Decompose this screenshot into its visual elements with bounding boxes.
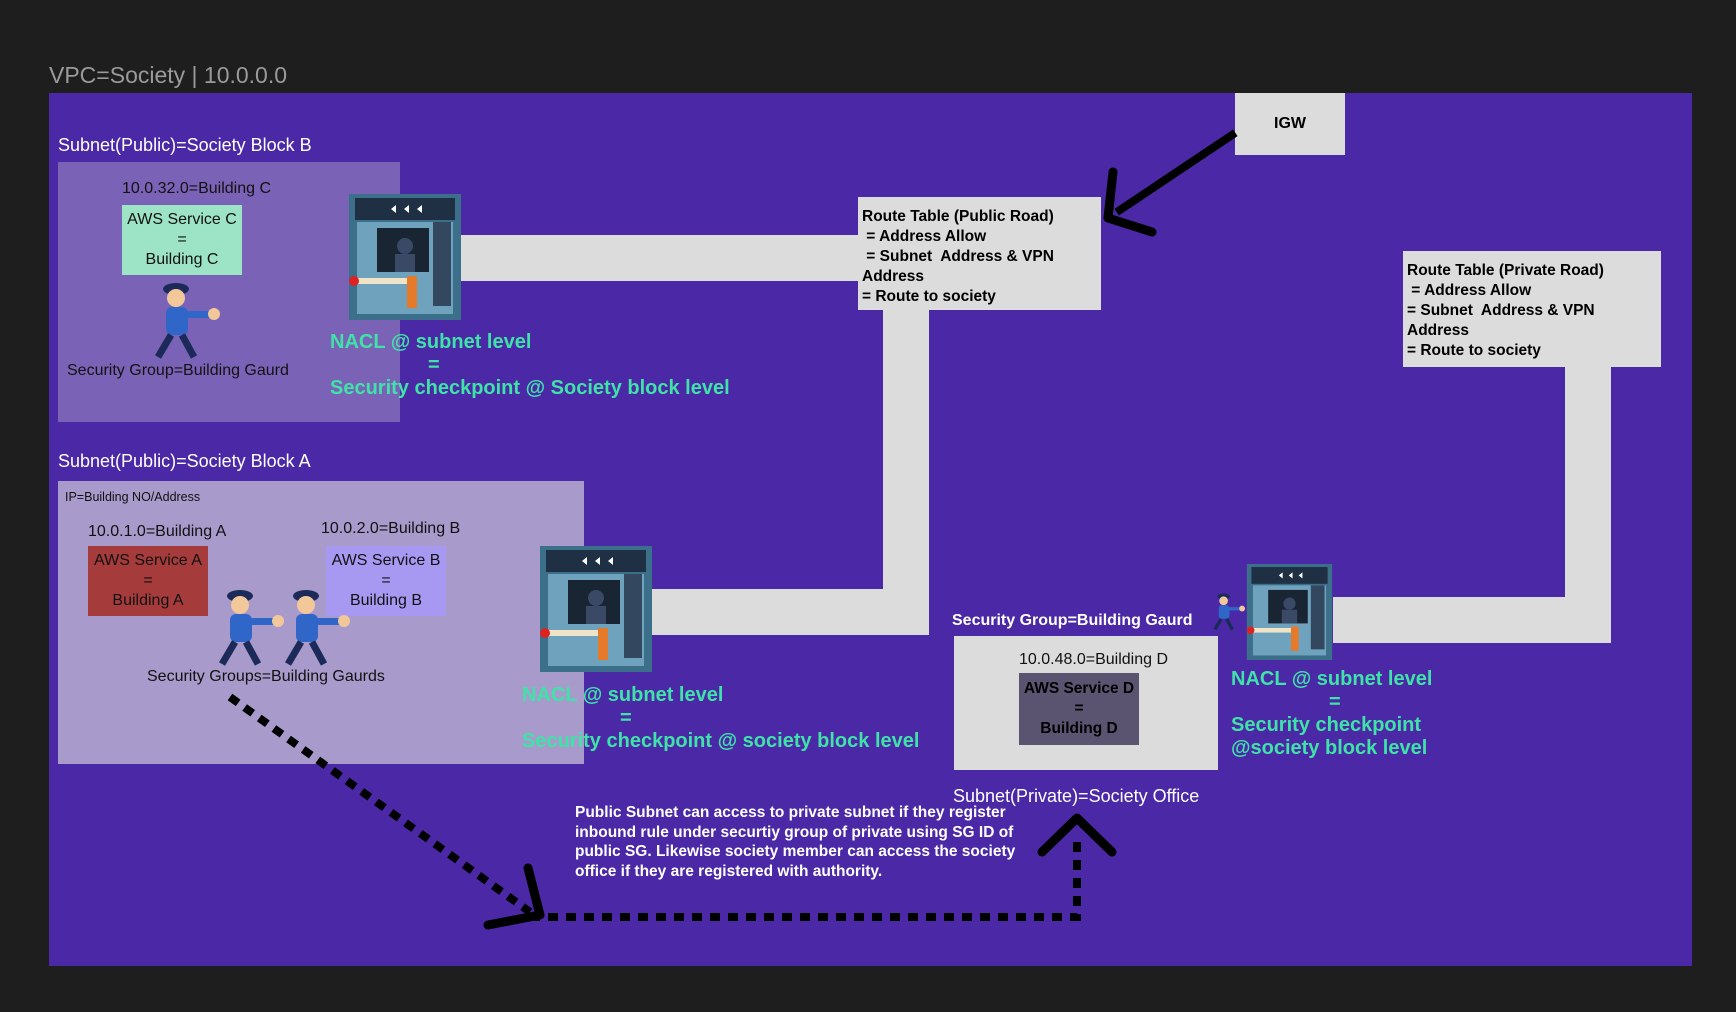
office-nacl-line1: NACL @ subnet level	[1231, 668, 1433, 690]
service-c-line3: Building C	[145, 251, 219, 268]
block-b-building-ip: 10.0.32.0=Building C	[122, 180, 271, 197]
service-b-line1: AWS Service B	[331, 552, 441, 569]
route-private-line1: Route Table (Private Road)	[1407, 262, 1604, 279]
service-b-line3: Building B	[349, 592, 423, 609]
block-a-sg-label: Security Groups=Building Gaurds	[147, 668, 385, 685]
security-booth-icon	[1246, 564, 1333, 660]
service-a-line1: AWS Service A	[94, 552, 202, 569]
route-private-line3: = Subnet Address & VPN	[1407, 302, 1595, 319]
service-c-box[interactable]: AWS Service C = Building C	[122, 205, 242, 275]
service-d-line2: =	[1074, 700, 1084, 717]
route-public-line5: = Route to society	[862, 288, 996, 305]
service-a-line3: Building A	[112, 592, 184, 609]
route-private-line2: = Address Allow	[1407, 282, 1532, 299]
service-a-line2: =	[143, 572, 153, 589]
service-a-box[interactable]: AWS Service A = Building A	[88, 546, 208, 616]
block-a-title: Subnet(Public)=Society Block A	[58, 451, 311, 471]
route-table-public[interactable]: Route Table (Public Road) = Address Allo…	[858, 197, 1101, 310]
security-guard-icon	[284, 590, 350, 666]
route-public-line3: = Subnet Address & VPN	[862, 248, 1054, 265]
office-building-ip: 10.0.48.0=Building D	[1019, 651, 1168, 668]
block-a-nacl-label: NACL @ subnet level = Security checkpoin…	[522, 684, 919, 753]
block-b-nacl-line1: NACL @ subnet level	[330, 331, 532, 353]
block-b-nacl-line3: Security checkpoint @ Society block leve…	[330, 377, 730, 399]
block-b-nacl-line2: =	[428, 354, 440, 376]
block-b-nacl-label: NACL @ subnet level = Security checkpoin…	[330, 331, 730, 400]
private-road-vertical	[1565, 366, 1611, 642]
service-d-line1: AWS Service D	[1023, 680, 1135, 697]
vpc-title: VPC=Society | 10.0.0.0	[49, 62, 288, 88]
office-sg-label: Security Group=Building Gaurd	[952, 612, 1193, 629]
office-nacl-line4: @society block level	[1231, 737, 1428, 759]
security-booth-icon	[540, 546, 652, 672]
block-a-building-b-ip: 10.0.2.0=Building B	[321, 520, 461, 537]
office-nacl-line2: =	[1329, 691, 1341, 713]
block-a-nacl-line1: NACL @ subnet level	[522, 684, 724, 706]
service-d-box[interactable]: AWS Service D = Building D	[1019, 673, 1139, 745]
service-d-line3: Building D	[1040, 720, 1118, 737]
block-b-sg-label: Security Group=Building Gaurd	[67, 362, 289, 379]
office-title: Subnet(Private)=Society Office	[953, 786, 1200, 806]
block-a-nacl-line2: =	[620, 707, 632, 729]
public-road-lower	[650, 589, 929, 635]
service-b-line2: =	[381, 572, 391, 589]
route-private-line4: Address	[1407, 322, 1470, 339]
igw-box[interactable]: IGW	[1235, 93, 1345, 155]
office-nacl-label: NACL @ subnet level = Security checkpoin…	[1231, 668, 1432, 760]
security-booth-icon	[349, 194, 461, 320]
igw-label: IGW	[1274, 115, 1306, 132]
block-a-building-a-ip: 10.0.1.0=Building A	[88, 523, 227, 540]
public-road-upper	[455, 235, 860, 281]
route-public-line2: = Address Allow	[862, 228, 987, 245]
route-table-private[interactable]: Route Table (Private Road) = Address All…	[1403, 251, 1661, 367]
public-road-vertical	[883, 308, 929, 635]
sg-access-note: Public Subnet can access to private subn…	[575, 804, 1016, 880]
service-c-line2: =	[177, 231, 187, 248]
security-guard-icon	[1213, 593, 1246, 631]
route-private-line5: = Route to society	[1407, 342, 1541, 359]
block-a-nacl-line3: Security checkpoint @ society block leve…	[522, 730, 920, 752]
route-public-line4: Address	[862, 268, 925, 285]
office-nacl-line3: Security checkpoint	[1231, 714, 1422, 736]
block-b-title: Subnet(Public)=Society Block B	[58, 135, 312, 155]
security-guard-icon	[218, 590, 284, 666]
service-c-line1: AWS Service C	[127, 211, 237, 228]
security-guard-icon	[154, 283, 220, 359]
route-public-line1: Route Table (Public Road)	[862, 208, 1054, 225]
service-b-box[interactable]: AWS Service B = Building B	[326, 546, 446, 616]
private-road-lower	[1333, 597, 1611, 643]
block-a-ip-note: IP=Building NO/Address	[65, 490, 201, 504]
